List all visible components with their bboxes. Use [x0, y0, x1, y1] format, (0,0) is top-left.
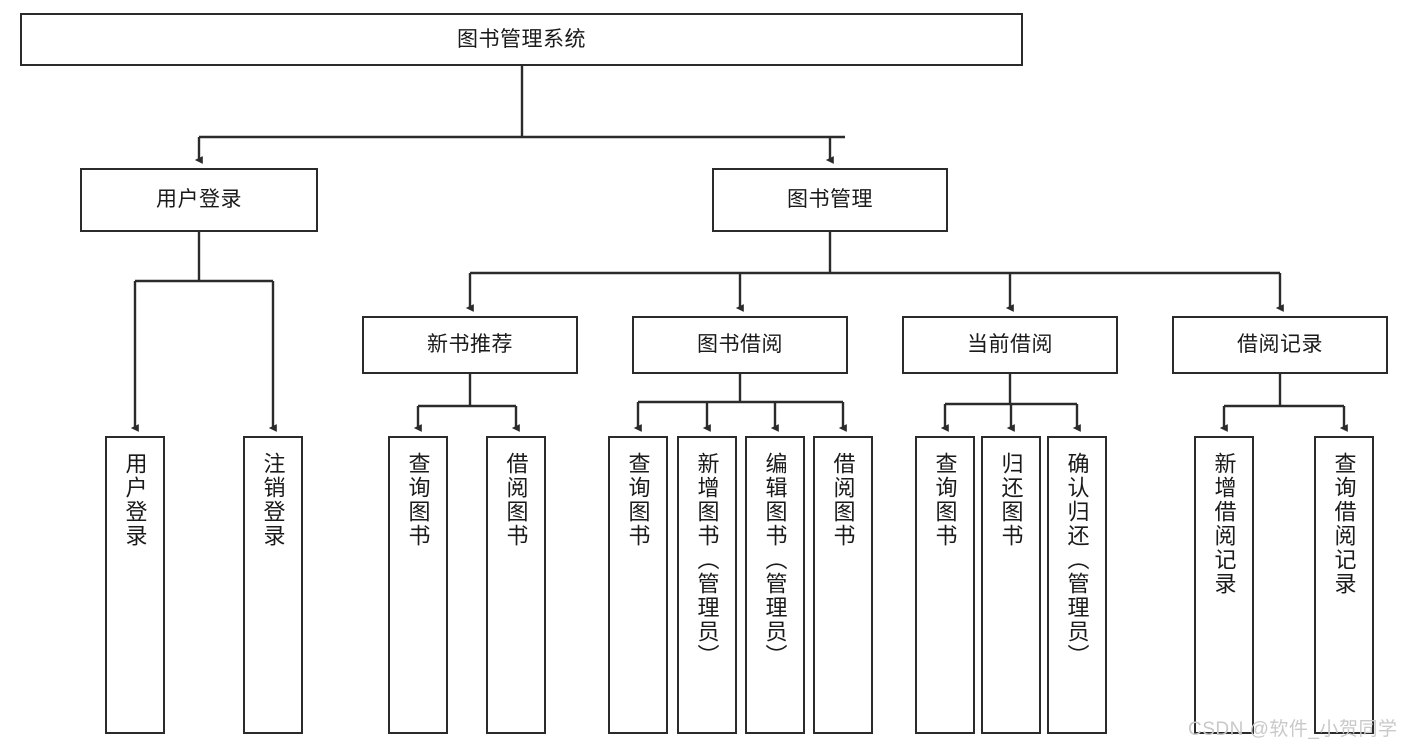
node-new-book-recommend-label: 新书推荐: [427, 333, 513, 357]
node-leaf-query-book-2-label: 查询图书: [625, 452, 651, 548]
node-leaf-return-book-label: 归还图书: [998, 452, 1024, 548]
node-user-login[interactable]: 用户登录: [80, 168, 318, 232]
node-book-borrow-label: 图书借阅: [697, 333, 783, 357]
node-new-book-recommend[interactable]: 新书推荐: [362, 316, 578, 374]
node-leaf-confirm-return[interactable]: 确认归还（管理员）: [1047, 436, 1107, 734]
node-leaf-add-record[interactable]: 新增借阅记录: [1194, 436, 1254, 734]
node-leaf-add-book[interactable]: 新增图书（管理员）: [677, 436, 737, 734]
node-book-management-label: 图书管理: [787, 188, 873, 212]
node-root[interactable]: 图书管理系统: [20, 13, 1023, 66]
node-leaf-confirm-return-label: 确认归还（管理员）: [1064, 452, 1090, 668]
node-book-borrow[interactable]: 图书借阅: [632, 316, 848, 374]
node-borrow-record-label: 借阅记录: [1237, 333, 1323, 357]
node-leaf-user-login[interactable]: 用户登录: [105, 436, 165, 734]
node-leaf-query-book-1-label: 查询图书: [405, 452, 431, 548]
node-leaf-edit-book-label: 编辑图书（管理员）: [762, 452, 788, 668]
node-leaf-user-login-label: 用户登录: [122, 452, 148, 548]
node-leaf-logout-login-label: 注销登录: [260, 452, 286, 548]
node-leaf-borrow-book-2-label: 借阅图书: [830, 452, 856, 548]
node-leaf-query-record[interactable]: 查询借阅记录: [1314, 436, 1374, 734]
node-current-borrow-label: 当前借阅: [967, 333, 1053, 357]
node-leaf-edit-book[interactable]: 编辑图书（管理员）: [745, 436, 805, 734]
node-leaf-logout-login[interactable]: 注销登录: [243, 436, 303, 734]
node-user-login-label: 用户登录: [156, 188, 242, 212]
node-leaf-borrow-book-1-label: 借阅图书: [503, 452, 529, 548]
node-leaf-query-book-2[interactable]: 查询图书: [608, 436, 668, 734]
node-leaf-query-book-1[interactable]: 查询图书: [388, 436, 448, 734]
node-borrow-record[interactable]: 借阅记录: [1172, 316, 1388, 374]
node-leaf-query-book-3-label: 查询图书: [932, 452, 958, 548]
node-current-borrow[interactable]: 当前借阅: [902, 316, 1118, 374]
node-leaf-query-book-3[interactable]: 查询图书: [915, 436, 975, 734]
node-leaf-borrow-book-2[interactable]: 借阅图书: [813, 436, 873, 734]
node-root-label: 图书管理系统: [457, 27, 586, 51]
node-leaf-add-book-label: 新增图书（管理员）: [694, 452, 720, 668]
node-book-management[interactable]: 图书管理: [712, 168, 948, 232]
node-leaf-query-record-label: 查询借阅记录: [1331, 452, 1357, 596]
node-leaf-add-record-label: 新增借阅记录: [1211, 452, 1237, 596]
node-leaf-borrow-book-1[interactable]: 借阅图书: [486, 436, 546, 734]
node-leaf-return-book[interactable]: 归还图书: [981, 436, 1041, 734]
csdn-watermark: CSDN @软件_小贺同学: [1188, 719, 1398, 740]
